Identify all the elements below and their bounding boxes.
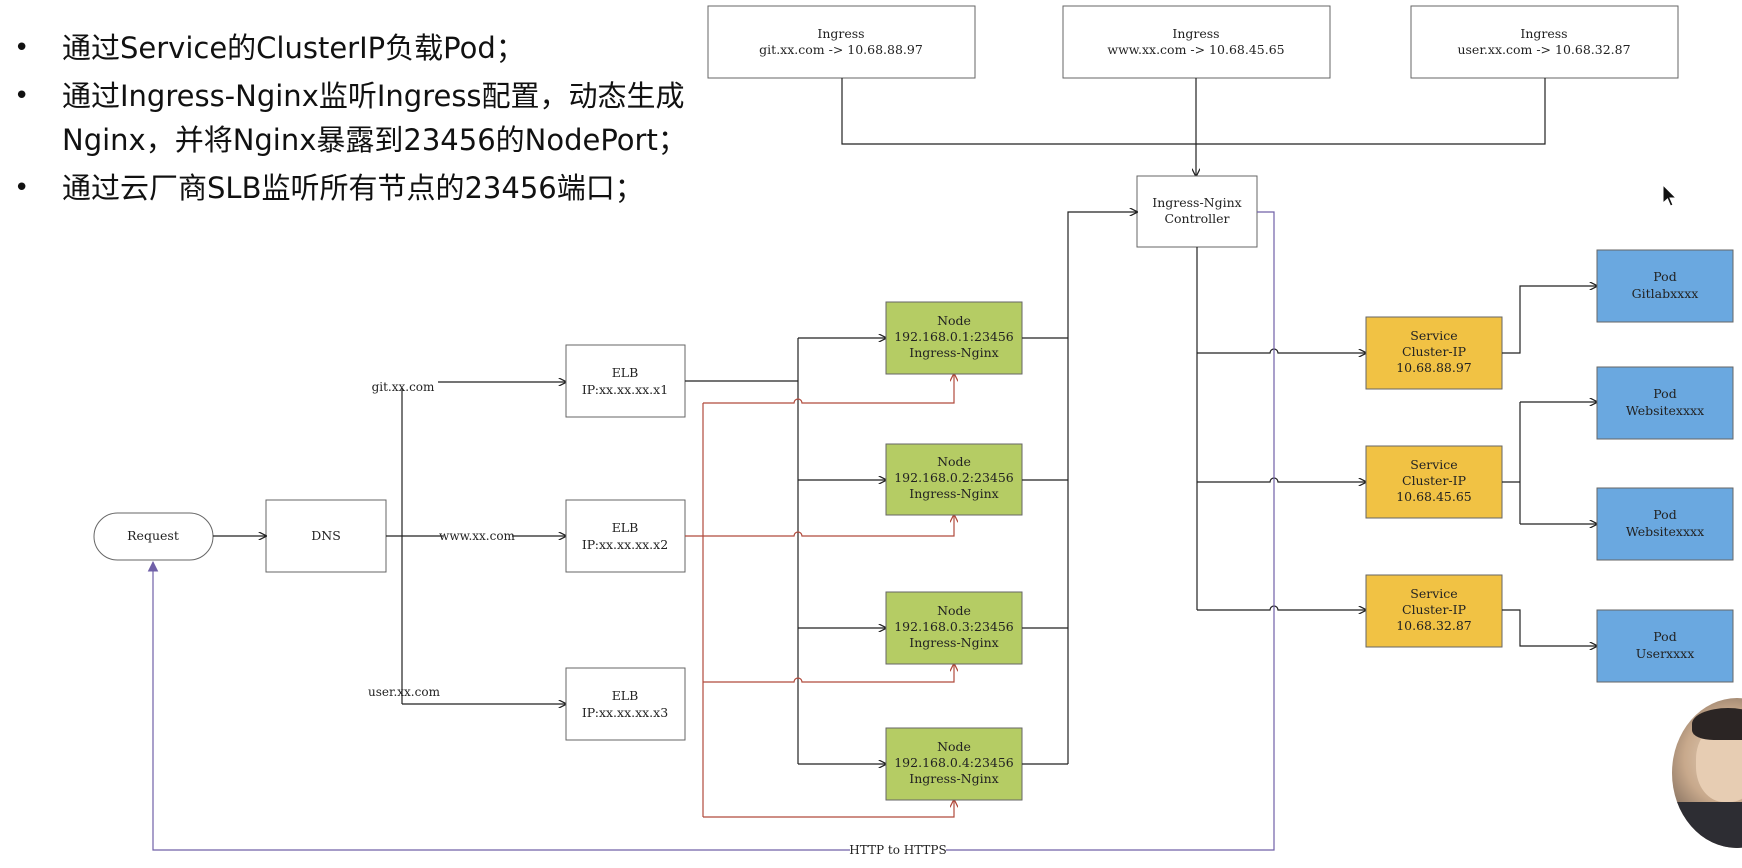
domain-label: www.xx.com (439, 529, 516, 543)
service-title: Service (1410, 586, 1457, 601)
pod-name: Websitexxxx (1626, 403, 1704, 418)
service-type: Cluster-IP (1402, 344, 1466, 359)
service-type: Cluster-IP (1402, 473, 1466, 488)
return-path-link (147, 211, 1275, 851)
controller-label: Controller (1164, 211, 1229, 226)
ingress-box-user: Ingress user.xx.com -> 10.68.32.87 (1410, 5, 1679, 79)
ingress-title: Ingress (817, 26, 864, 41)
ingress-box-www: Ingress www.xx.com -> 10.68.45.65 (1062, 5, 1331, 79)
pod-title: Pod (1653, 269, 1676, 284)
elb-box: ELB IP:xx.xx.xx.x3 (565, 667, 686, 741)
node-role: Ingress-Nginx (909, 771, 998, 786)
service-title: Service (1410, 457, 1457, 472)
elb-to-node-links (685, 338, 886, 764)
node-role: Ingress-Nginx (909, 486, 998, 501)
bullet-list: 通过Service的ClusterIP负载Pod； 通过Ingress-Ngin… (14, 26, 694, 214)
pod-name: Websitexxxx (1626, 524, 1704, 539)
dns-box: DNS (265, 499, 387, 573)
node-title: Node (937, 739, 971, 754)
pod-title: Pod (1653, 507, 1676, 522)
node-address: 192.168.0.3:23456 (894, 619, 1014, 634)
pod-title: Pod (1653, 386, 1676, 401)
node-to-controller-links (1022, 212, 1137, 765)
node-address: 192.168.0.4:23456 (894, 755, 1014, 770)
service-ip: 10.68.45.65 (1396, 489, 1472, 504)
node-box: Node 192.168.0.1:23456 Ingress-Nginx (885, 301, 1023, 375)
bullet-item: 通过Service的ClusterIP负载Pod； (14, 26, 694, 70)
elb-ip: IP:xx.xx.xx.x3 (582, 705, 668, 720)
service-title: Service (1410, 328, 1457, 343)
ingress-rule: git.xx.com -> 10.68.88.97 (759, 42, 923, 57)
node-address: 192.168.0.2:23456 (894, 470, 1014, 485)
ingress-nginx-controller-box: Ingress-Nginx Controller (1136, 175, 1258, 248)
ingress-rule: www.xx.com -> 10.68.45.65 (1107, 42, 1284, 57)
elb-ip: IP:xx.xx.xx.x2 (582, 537, 668, 552)
pod-box: Pod Gitlabxxxx (1596, 249, 1734, 323)
service-box: Service Cluster-IP 10.68.45.65 (1365, 445, 1503, 519)
request-label: Request (127, 528, 179, 543)
node-box: Node 192.168.0.2:23456 Ingress-Nginx (885, 443, 1023, 516)
bullet-item: 通过Ingress-Nginx监听Ingress配置，动态生成Nginx，并将N… (14, 74, 694, 162)
request-node: Request (93, 512, 214, 561)
ingress-box-git: Ingress git.xx.com -> 10.68.88.97 (707, 5, 976, 79)
controller-to-service-links (1196, 247, 1366, 610)
node-title: Node (937, 313, 971, 328)
ingress-title: Ingress (1520, 26, 1567, 41)
pod-name: Userxxxx (1636, 646, 1695, 661)
service-box: Service Cluster-IP 10.68.88.97 (1365, 316, 1503, 390)
service-to-pod-links (1502, 286, 1597, 646)
elb-title: ELB (612, 688, 639, 703)
node-box: Node 192.168.0.3:23456 Ingress-Nginx (885, 591, 1023, 665)
ingress-to-controller-links (841, 78, 1546, 176)
pod-box: Pod Websitexxxx (1596, 487, 1734, 561)
ingress-title: Ingress (1172, 26, 1219, 41)
ingress-rule: user.xx.com -> 10.68.32.87 (1457, 42, 1630, 57)
service-box: Service Cluster-IP 10.68.32.87 (1365, 574, 1503, 648)
service-ip: 10.68.88.97 (1396, 360, 1472, 375)
node-role: Ingress-Nginx (909, 345, 998, 360)
pod-box: Pod Websitexxxx (1596, 366, 1734, 440)
node-title: Node (937, 603, 971, 618)
node-box: Node 192.168.0.4:23456 Ingress-Nginx (885, 727, 1023, 801)
pod-name: Gitlabxxxx (1632, 286, 1699, 301)
dns-label: DNS (311, 528, 341, 543)
elb2-to-node-links (685, 374, 954, 818)
return-path-label: HTTP to HTTPS (849, 843, 946, 857)
pod-box: Pod Userxxxx (1596, 609, 1734, 683)
service-ip: 10.68.32.87 (1396, 618, 1472, 633)
service-type: Cluster-IP (1402, 602, 1466, 617)
domain-label: git.xx.com (372, 380, 435, 394)
bullet-item: 通过云厂商SLB监听所有节点的23456端口； (14, 166, 694, 210)
dns-fanout-links (386, 382, 566, 704)
node-title: Node (937, 454, 971, 469)
elb-box: ELB IP:xx.xx.xx.x1 (565, 344, 686, 418)
domain-label: user.xx.com (368, 685, 441, 699)
node-role: Ingress-Nginx (909, 635, 998, 650)
pod-title: Pod (1653, 629, 1676, 644)
elb-box: ELB IP:xx.xx.xx.x2 (565, 499, 686, 573)
node-address: 192.168.0.1:23456 (894, 329, 1014, 344)
controller-label: Ingress-Nginx (1152, 195, 1241, 210)
mouse-cursor-icon (1662, 184, 1678, 207)
elb-ip: IP:xx.xx.xx.x1 (582, 382, 668, 397)
elb-title: ELB (612, 365, 639, 380)
elb-title: ELB (612, 520, 639, 535)
